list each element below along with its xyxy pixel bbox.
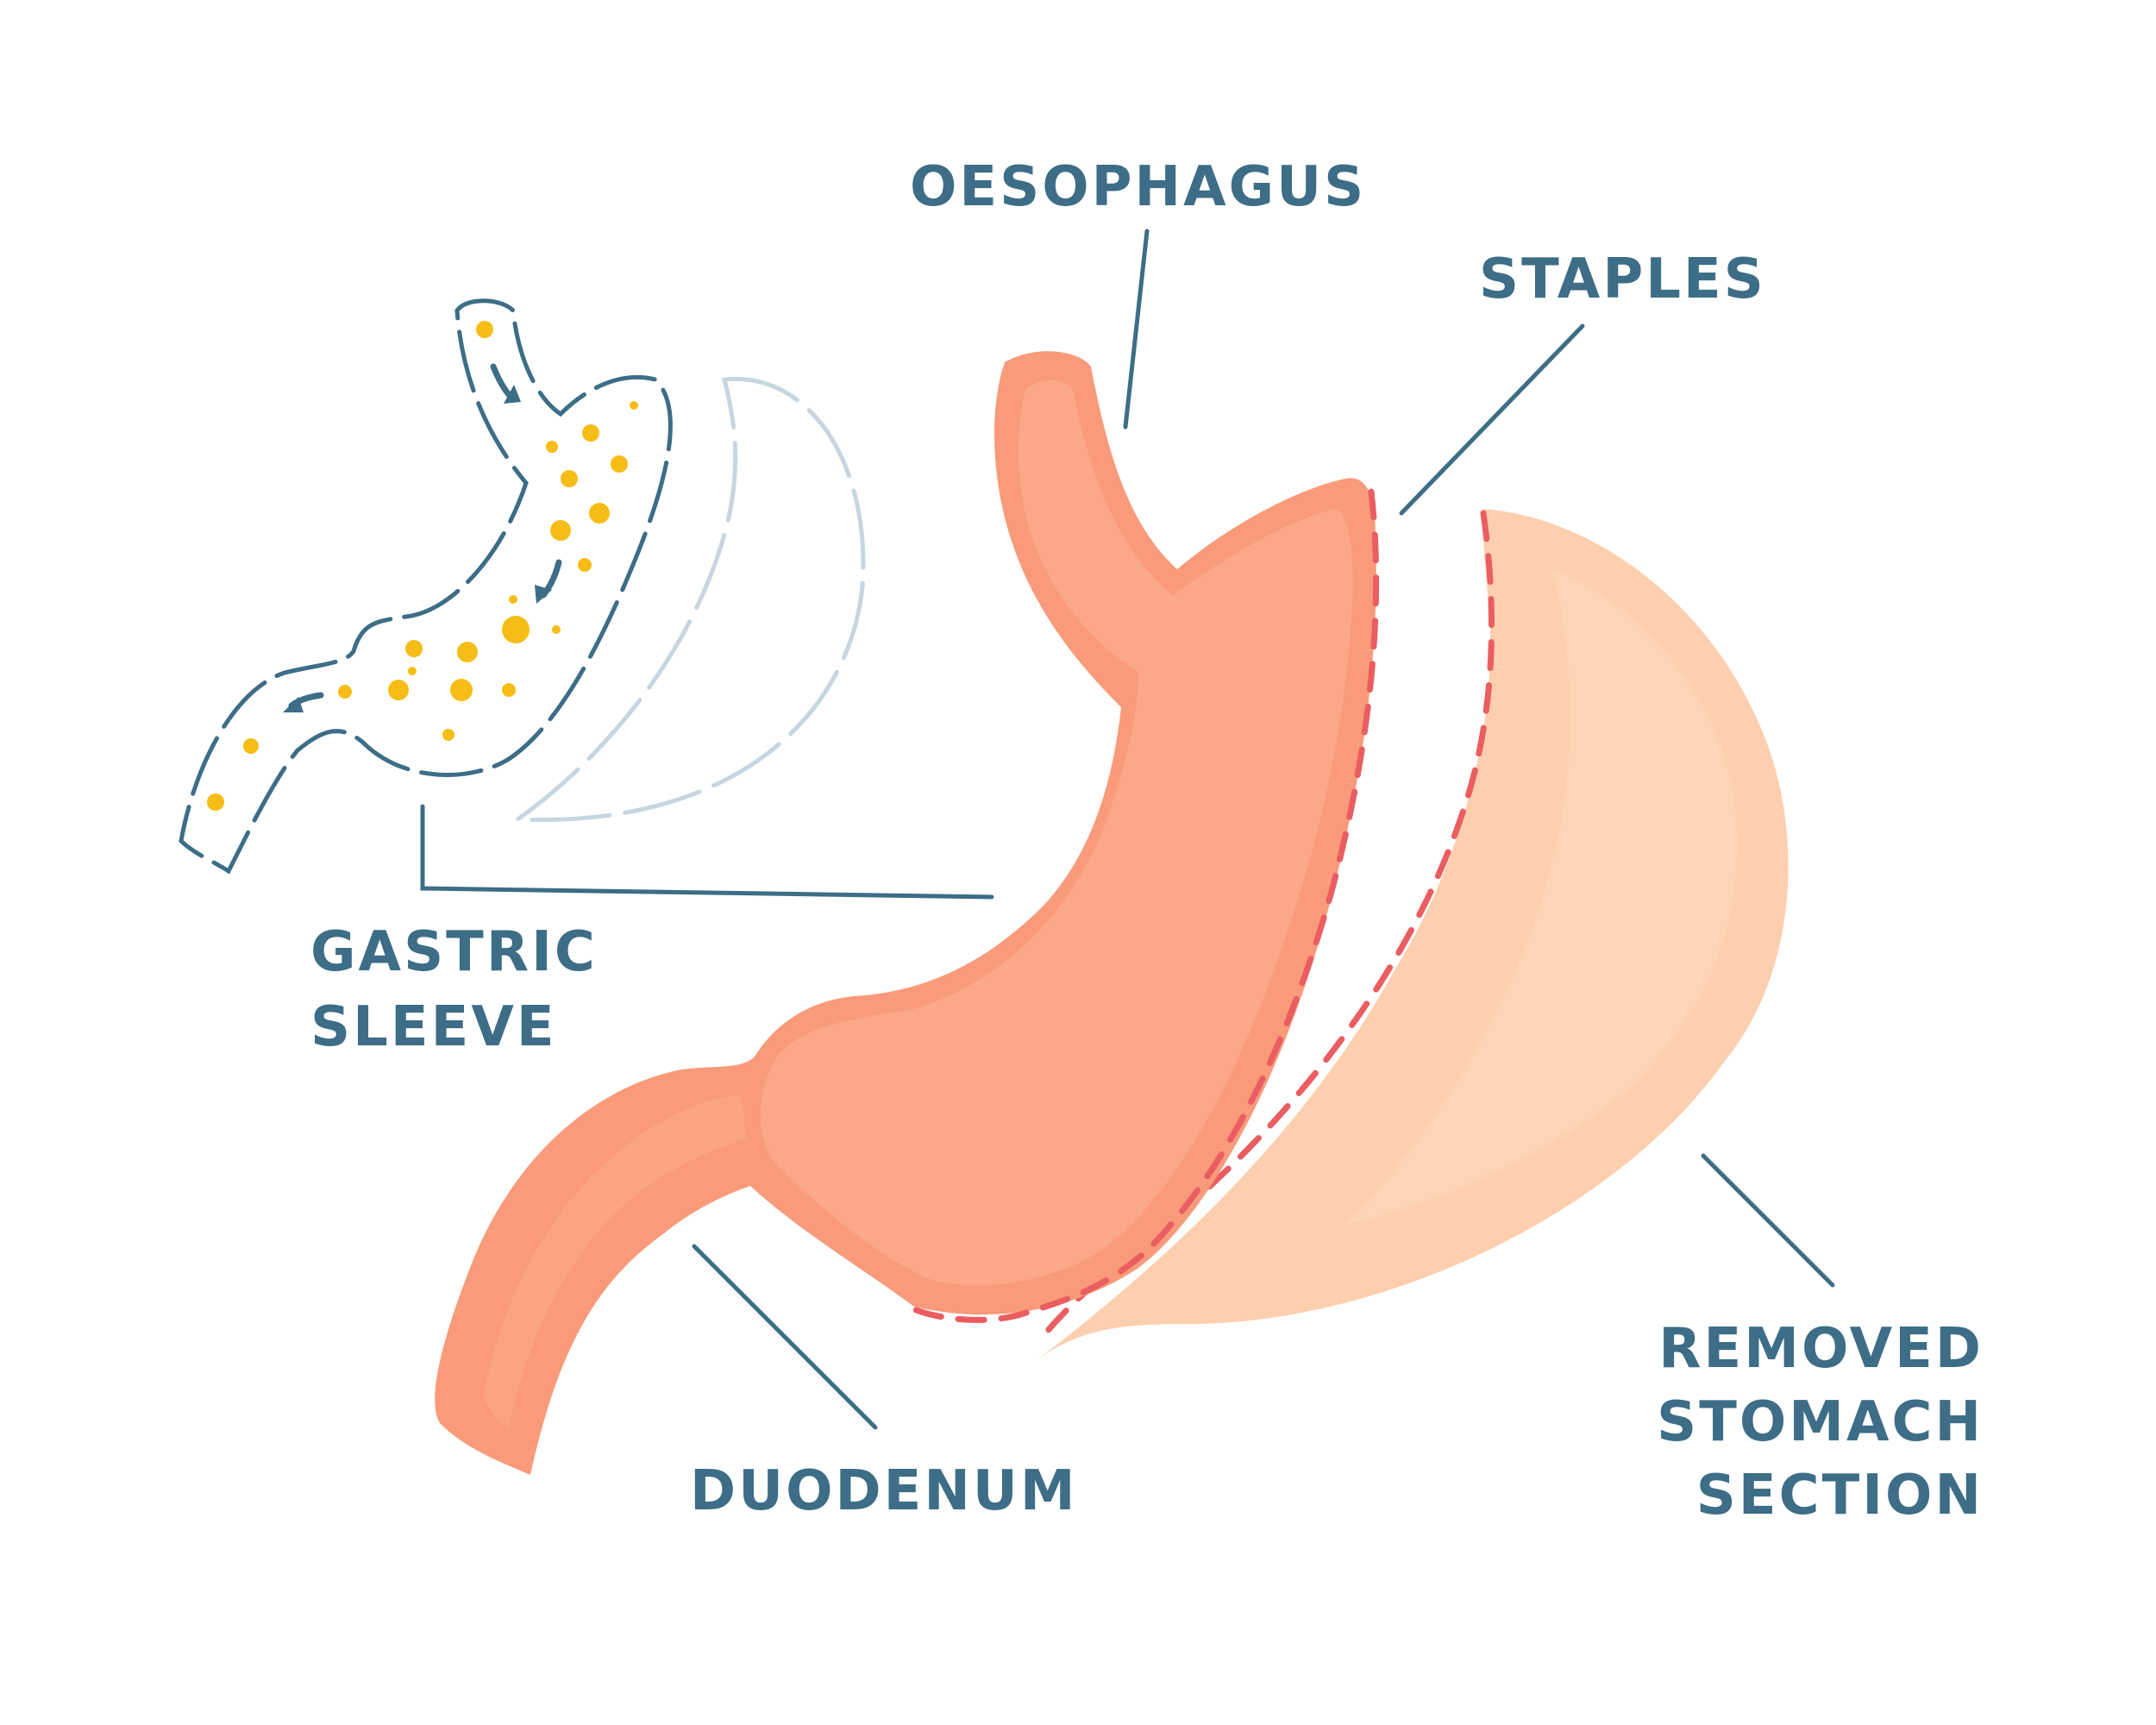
label-removed-line2: STOMACH xyxy=(1657,1390,1984,1454)
food-dot xyxy=(243,738,259,754)
food-dot xyxy=(450,679,473,701)
food-dot xyxy=(388,680,409,700)
food-dot xyxy=(408,667,417,675)
food-dot xyxy=(338,685,352,699)
label-staples: STAPLES xyxy=(1479,248,1766,311)
schematic-sleeve-outline xyxy=(179,298,673,875)
leader-staples xyxy=(1399,323,1585,516)
leader-oesophagus xyxy=(1123,229,1150,430)
food-dot xyxy=(502,683,516,697)
food-dot xyxy=(442,729,454,741)
leader-gastric-sleeve xyxy=(420,804,994,900)
schematic-removed-outline xyxy=(511,376,866,823)
food-particles xyxy=(207,321,638,811)
food-dot xyxy=(207,794,224,811)
food-dot xyxy=(476,321,493,338)
food-dot xyxy=(589,503,610,524)
food-dot xyxy=(561,470,578,487)
food-dot xyxy=(611,455,628,473)
sleeve-stomach-inner xyxy=(760,380,1353,1286)
flow-arrow-icon xyxy=(490,363,521,404)
label-duodenum: DUODENUM xyxy=(690,1459,1078,1523)
food-dot xyxy=(457,642,478,662)
duodenum-inner xyxy=(483,1095,746,1427)
label-gastric-line1: GASTRIC xyxy=(310,920,598,984)
leader-removed-section xyxy=(1701,1153,1835,1288)
food-dot xyxy=(582,424,599,442)
sleeve-staple-line xyxy=(911,488,1380,1323)
label-removed-line1: REMOVED xyxy=(1658,1317,1984,1381)
label-gastric-line2: SLEEVE xyxy=(310,995,557,1059)
label-removed-line3: SECTION xyxy=(1696,1464,1984,1527)
food-dot xyxy=(552,625,561,634)
gastric-sleeve-stomach xyxy=(435,351,1380,1475)
flow-arrow-icon xyxy=(283,692,324,712)
schematic-sleeve xyxy=(179,298,866,875)
food-dot xyxy=(546,441,558,453)
removed-stomach-highlight xyxy=(1345,569,1738,1225)
food-dot xyxy=(502,616,530,643)
food-dot xyxy=(550,520,571,541)
food-dot xyxy=(630,401,638,410)
leader-duodenum xyxy=(692,1244,878,1430)
food-dot xyxy=(405,640,423,657)
flow-arrow-icon xyxy=(535,559,562,604)
food-dot xyxy=(509,595,517,604)
food-dot xyxy=(578,558,592,572)
label-oesophagus: OESOPHAGUS xyxy=(910,155,1366,219)
